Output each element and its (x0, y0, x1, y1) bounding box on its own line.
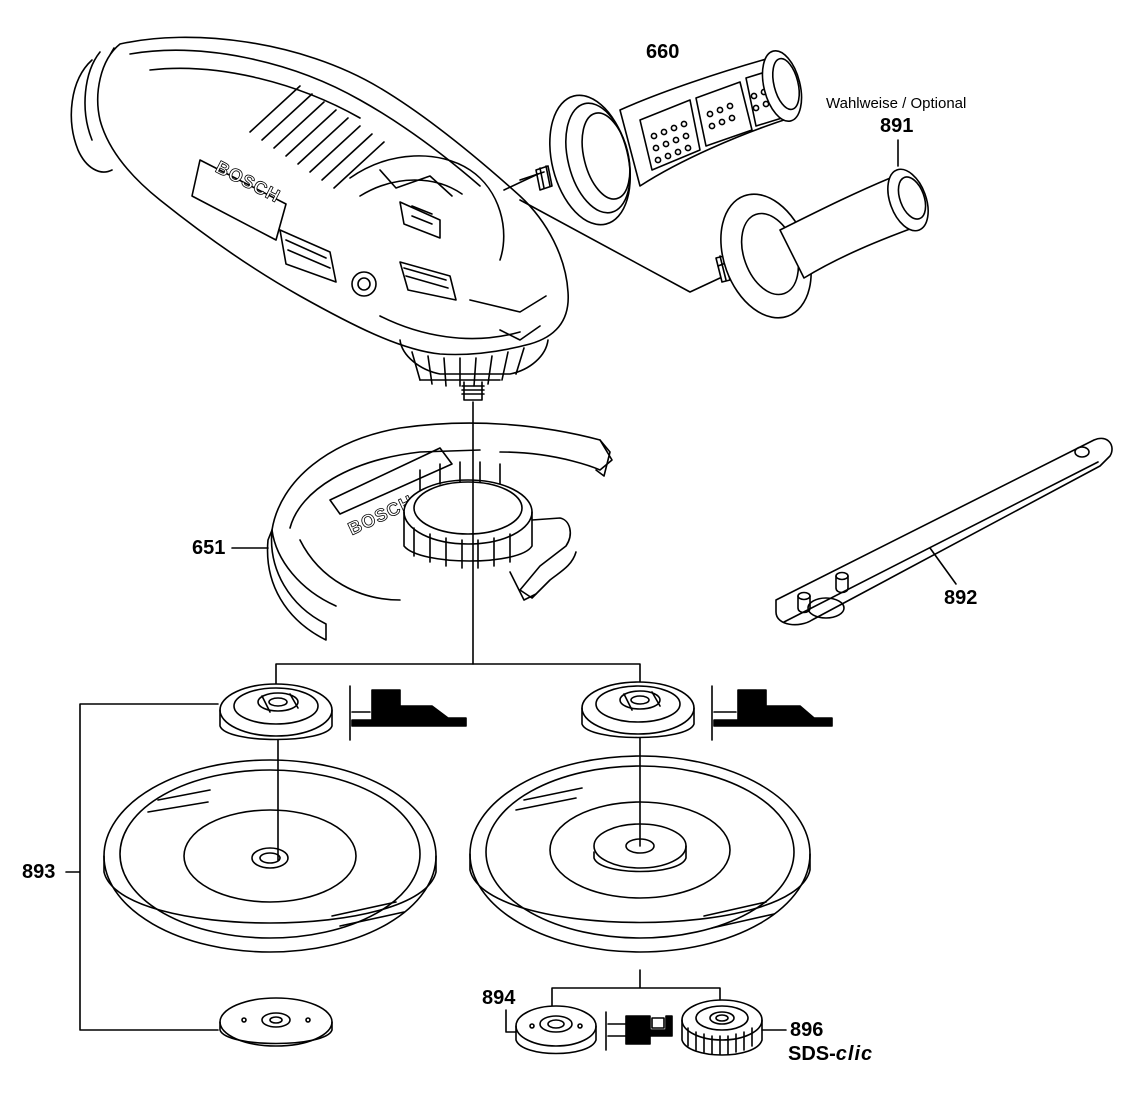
sds-suffix: clic (835, 1043, 874, 1065)
two-pin-spanner-892 (776, 438, 1112, 624)
right-grinding-disc (470, 756, 810, 952)
sds-clic-label: SDS-clic (788, 1044, 873, 1064)
optional-note: Wahlweise / Optional (826, 95, 967, 112)
handle-connector-line (504, 174, 538, 190)
wheel-guard-651: BOSCH (268, 423, 612, 640)
flange-set-bracket (66, 704, 218, 1030)
nut-894-leader (506, 1010, 516, 1032)
left-clamping-nut (220, 998, 332, 1046)
flange-nut-894 (516, 1006, 596, 1054)
label-894: 894 (482, 987, 516, 1009)
right-mounting-flange (582, 682, 694, 738)
left-mounting-flange (220, 684, 332, 740)
nut-profile-symbol (606, 1012, 672, 1050)
auxiliary-handle-660 (520, 47, 808, 234)
label-892: 892 (944, 587, 978, 609)
left-grinding-disc (104, 760, 436, 952)
nut-branch-line (552, 970, 720, 1010)
spanner-leader (930, 548, 956, 584)
label-896: 896 (790, 1019, 824, 1041)
optional-handle-891 (705, 164, 936, 331)
quick-clamping-nut-896 (682, 1000, 762, 1055)
flange-branch-line (276, 664, 640, 684)
angle-grinder-body: BOSCH (71, 37, 568, 400)
flange-profile-symbol-left (350, 686, 466, 740)
label-891: 891 (880, 115, 914, 137)
label-660: 660 (646, 41, 680, 63)
label-651: 651 (192, 537, 226, 559)
handle-connector-line (520, 200, 720, 292)
sds-prefix: SDS- (788, 1043, 836, 1065)
label-893: 893 (22, 861, 56, 883)
flange-profile-symbol-right (712, 686, 832, 740)
